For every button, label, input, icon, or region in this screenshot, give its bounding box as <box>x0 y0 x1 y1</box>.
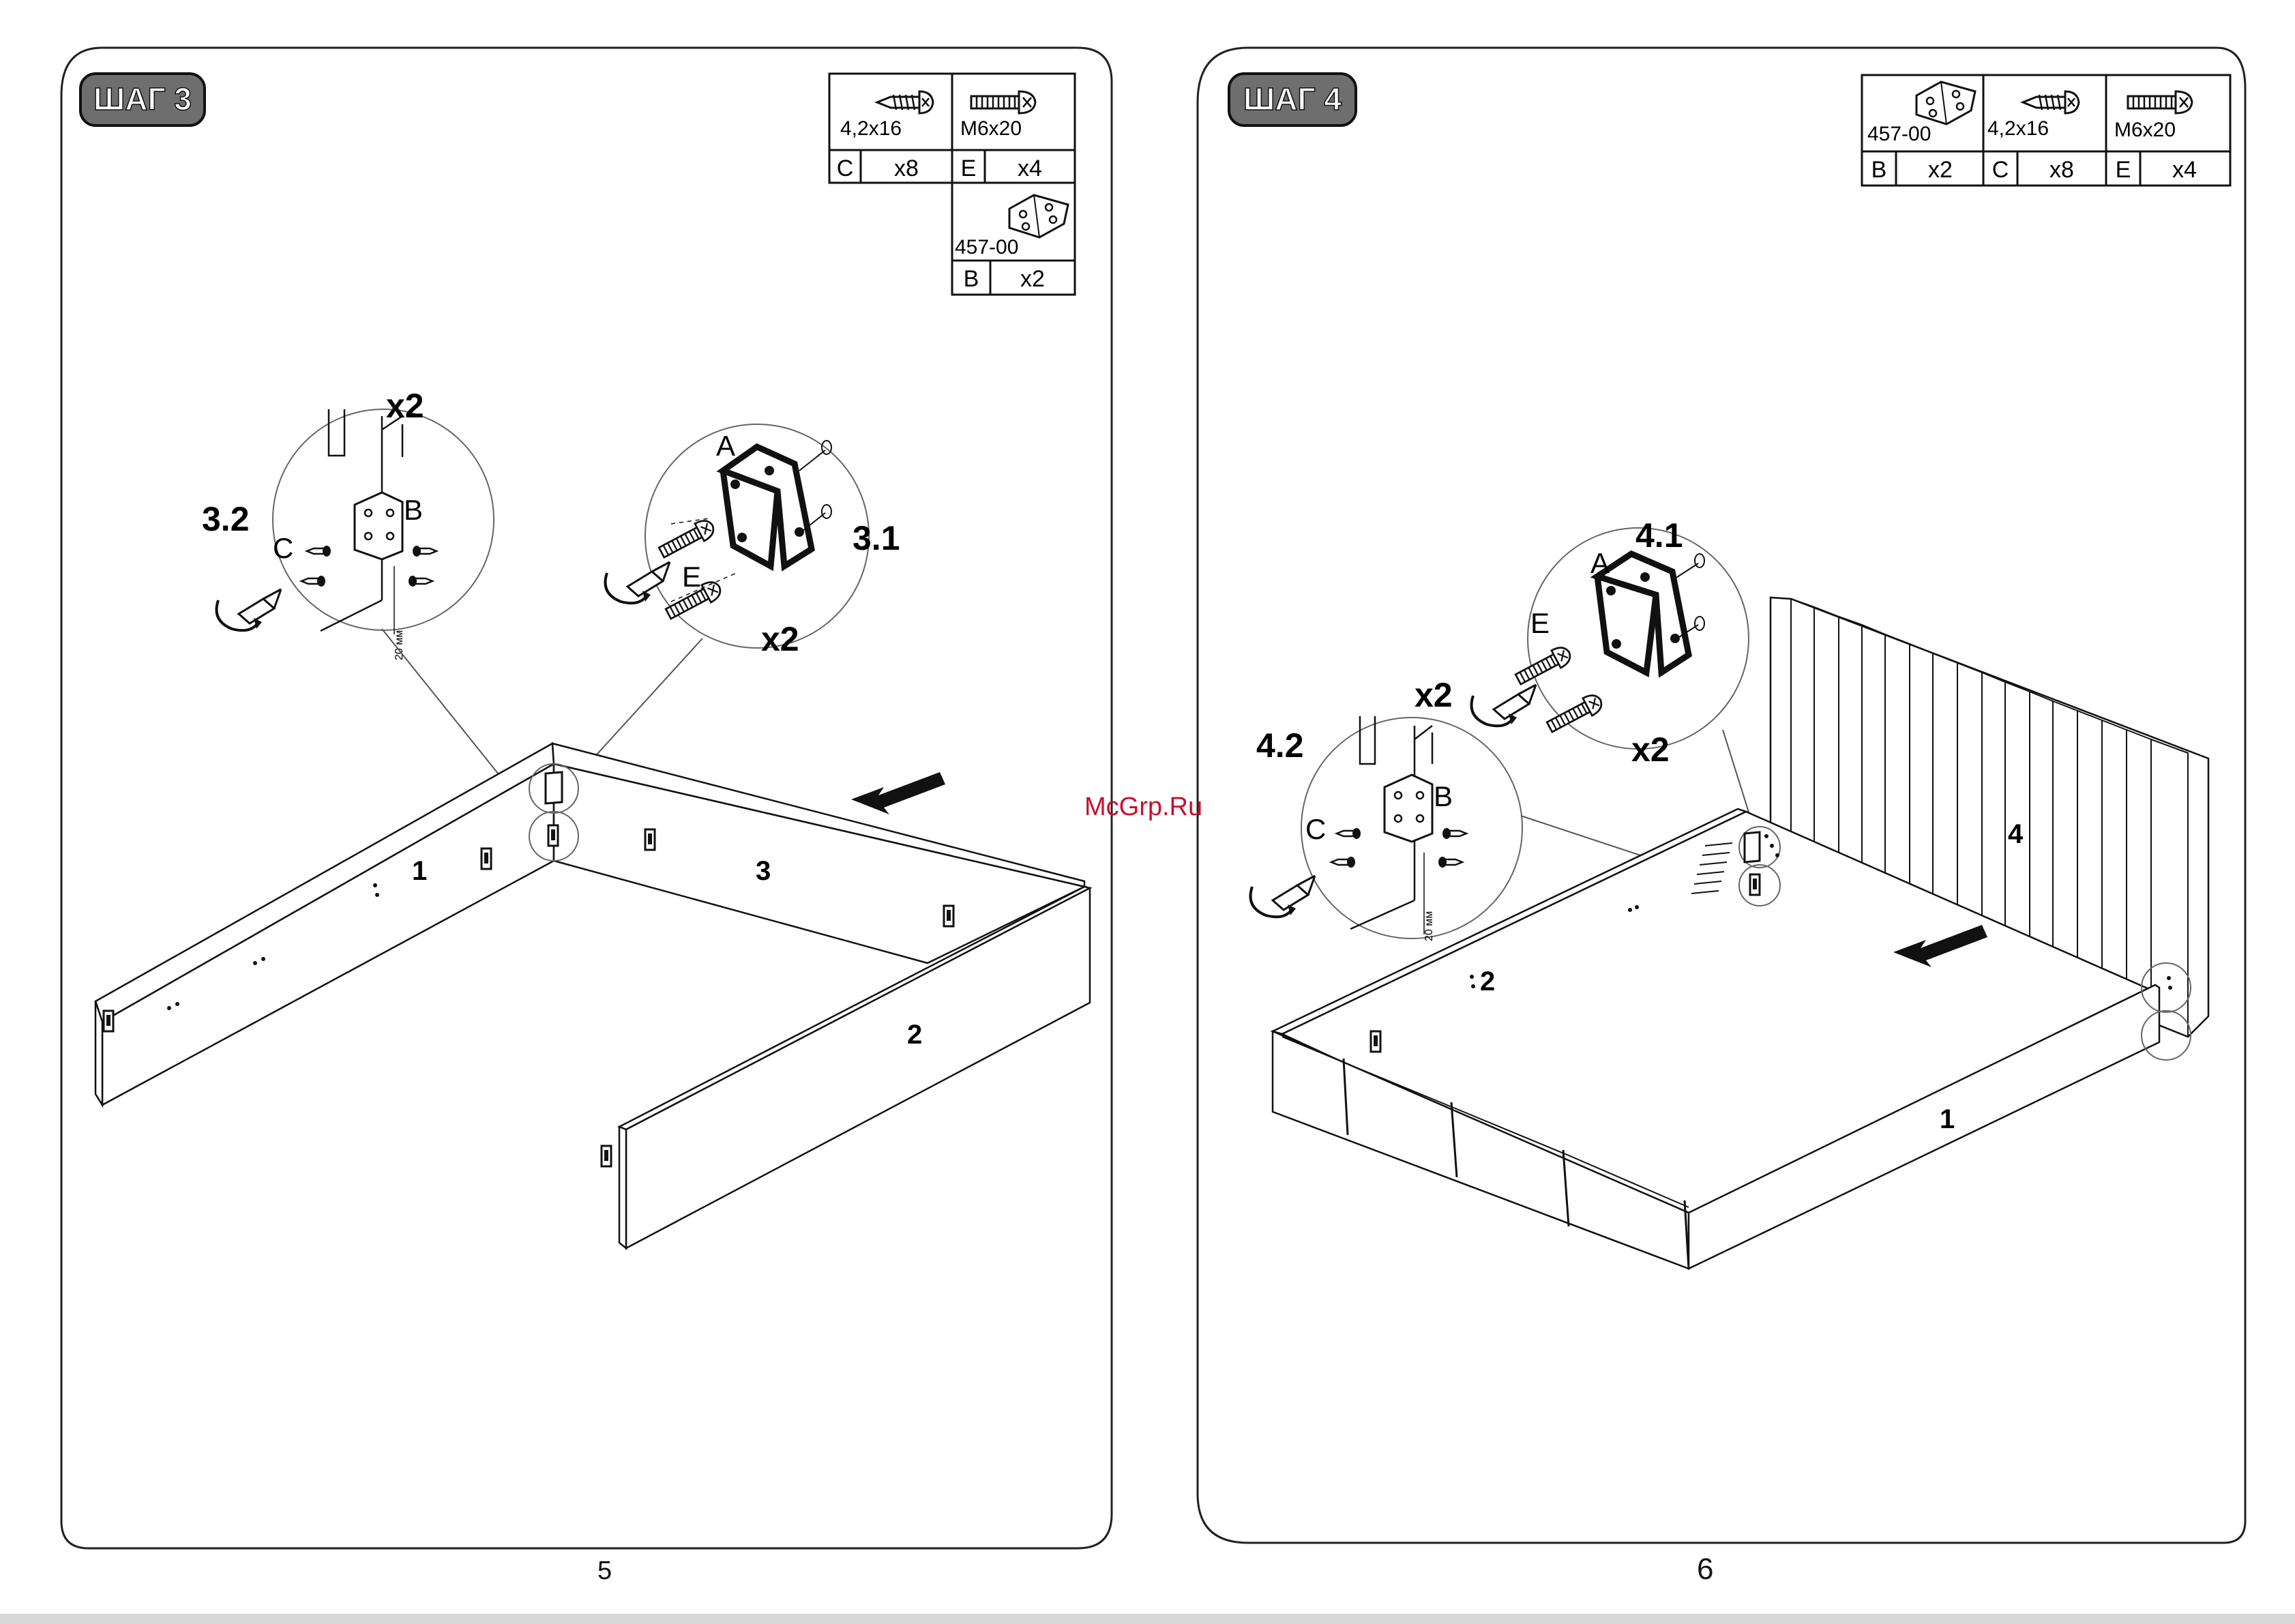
panel-label: 1 <box>1940 1104 1955 1134</box>
latch-icon <box>482 848 491 869</box>
page-number: 5 <box>597 1556 612 1586</box>
bracket-label: A <box>1590 547 1610 579</box>
part-qty: x2 <box>1928 157 1953 183</box>
screwdriver-icon <box>217 589 282 630</box>
callout-mult: x2 <box>1415 676 1453 714</box>
page-left: ШАГ 3 4,2x16 C x8 M6x20 E x4 457-00 B x2 <box>61 48 1112 1548</box>
part-qty: x8 <box>894 156 919 181</box>
step-badge: ШАГ 3 <box>80 74 205 126</box>
bracket-label: A <box>716 430 735 462</box>
part-qty: x4 <box>2172 157 2197 183</box>
frame-assembly: 1 3 2 <box>95 743 1090 1248</box>
part-code: C <box>837 156 854 181</box>
step-badge: ШАГ 4 <box>1229 74 1356 126</box>
part-size: 457-00 <box>1867 123 1931 145</box>
panel-label: 1 <box>412 856 427 886</box>
screw-icon <box>1442 828 1466 839</box>
latch-icon <box>1750 874 1760 895</box>
step-title: ШАГ 4 <box>1243 81 1342 117</box>
part-code: C <box>1992 157 2009 183</box>
bed-assembly: 2 4 1 <box>1273 597 2208 1269</box>
screw-icon <box>1337 828 1361 839</box>
part-code: E <box>2116 157 2131 183</box>
bolt-icon <box>1513 644 1573 688</box>
screw-label: C <box>273 532 293 564</box>
part-size: M6x20 <box>2114 119 2176 141</box>
panel-label: 2 <box>907 1020 922 1050</box>
latch-icon <box>645 829 655 850</box>
part-size: 4,2x16 <box>840 117 902 140</box>
screwdriver-icon <box>606 562 670 603</box>
detail-circle-a: A E 3.1 x2 <box>606 424 900 658</box>
part-code: B <box>1871 157 1887 183</box>
latch-icon <box>548 825 558 846</box>
dimension-label: 20 мм <box>1423 911 1435 941</box>
bolt-icon <box>657 517 717 561</box>
screw-icon <box>1438 857 1462 868</box>
watermark: McGrp.Ru <box>1084 793 1202 822</box>
callout-step: 4.2 <box>1256 726 1304 765</box>
latch-icon <box>1371 1031 1380 1052</box>
detail-circle-a: A E 4.1 x2 <box>1472 516 1749 769</box>
callout-step: 3.2 <box>202 500 250 538</box>
screw-icon <box>307 546 331 557</box>
part-qty: x8 <box>2049 157 2074 183</box>
part-code: E <box>961 156 977 181</box>
bottom-band <box>0 1614 2295 1624</box>
latch-icon <box>602 1146 611 1166</box>
callout-mult: x2 <box>386 387 424 425</box>
part-qty: x4 <box>1018 156 1042 181</box>
part-size: M6x20 <box>960 117 1022 140</box>
screw-icon <box>409 576 432 587</box>
screw-label: E <box>682 561 701 593</box>
screwdriver-icon <box>1472 685 1537 726</box>
parts-table: 4,2x16 C x8 M6x20 E x4 457-00 B x2 <box>829 74 1075 295</box>
latch-icon <box>944 906 953 926</box>
parts-table: 457-00 B x2 4,2x16 C x8 M6x20 E x4 <box>1862 75 2230 186</box>
page-number: 6 <box>1697 1552 1713 1586</box>
screwdriver-icon <box>1251 876 1316 917</box>
part-qty: x2 <box>1020 266 1045 292</box>
screw-icon <box>1331 857 1355 868</box>
detail-circle-b: 20 мм x2 3.2 B C <box>202 387 494 660</box>
callout-mult: x2 <box>761 620 799 658</box>
screw-label: E <box>1530 607 1550 639</box>
callout-step: 4.1 <box>1635 516 1683 555</box>
screw-icon <box>301 576 325 587</box>
part-size: 457-00 <box>955 236 1018 259</box>
part-code: B <box>964 266 979 292</box>
bracket-label: B <box>1434 780 1453 812</box>
bracket-label: B <box>404 494 423 526</box>
callout-step: 3.1 <box>853 519 900 557</box>
direction-arrow-icon <box>851 772 945 814</box>
latch-icon <box>104 1011 113 1031</box>
screw-label: C <box>1305 813 1326 845</box>
page-right: ШАГ 4 457-00 B x2 4,2x16 C x8 M6x20 E x4 <box>1198 48 2245 1543</box>
callout-mult: x2 <box>1631 730 1670 769</box>
part-size: 4,2x16 <box>1987 117 2049 140</box>
step-title: ШАГ 3 <box>93 81 192 117</box>
panel-label: 4 <box>2008 819 2024 849</box>
panel-label: 2 <box>1480 966 1495 996</box>
screw-icon <box>413 546 436 557</box>
panel-label: 3 <box>756 856 771 886</box>
detail-circle-b: 20 мм x2 4.2 B C <box>1251 676 1523 941</box>
